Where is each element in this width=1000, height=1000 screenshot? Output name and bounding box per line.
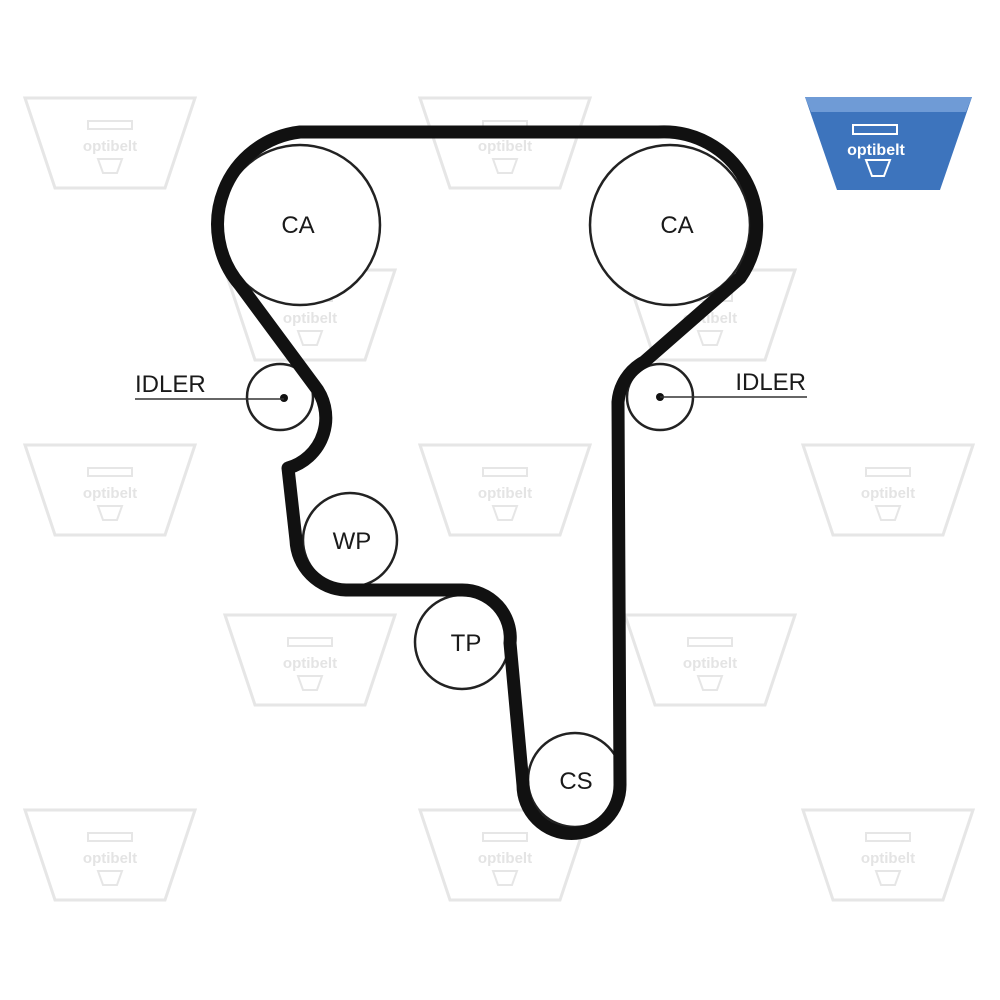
- watermark-logo: optibelt: [22, 96, 198, 190]
- watermark-text: optibelt: [283, 655, 337, 672]
- watermark-text: optibelt: [683, 655, 737, 672]
- watermark-text: optibelt: [283, 310, 337, 327]
- watermark-text: optibelt: [861, 850, 915, 867]
- watermark-text: optibelt: [83, 850, 137, 867]
- camshaft-pulley-right: [588, 143, 752, 307]
- watermark-logo: optibelt: [417, 443, 593, 537]
- label-tensioner: TP: [451, 630, 482, 657]
- label-crankshaft: CS: [559, 768, 592, 795]
- idler-left-center-dot: [280, 394, 288, 402]
- label-water-pump: WP: [333, 528, 372, 555]
- watermark-logo: optibelt: [222, 613, 398, 707]
- watermark-text: optibelt: [861, 485, 915, 502]
- logo-text: optibelt: [847, 142, 905, 159]
- watermark-layer: optibelt optibelt optibelt optibelt optibelt…: [22, 96, 976, 902]
- timing-belt: [211, 125, 764, 840]
- watermark-text: optibelt: [478, 850, 532, 867]
- label-idler-left: IDLER: [135, 371, 206, 398]
- idler-pulley-left: [245, 362, 315, 432]
- watermark-logo: optibelt: [800, 808, 976, 902]
- watermark-text: optibelt: [478, 485, 532, 502]
- watermark-text: optibelt: [83, 138, 137, 155]
- watermark-text: optibelt: [478, 138, 532, 155]
- watermark-logo: optibelt: [22, 443, 198, 537]
- watermark-logo: optibelt: [622, 613, 798, 707]
- label-cam-right: CA: [660, 212, 693, 239]
- label-cam-left: CA: [281, 212, 314, 239]
- watermark-text: optibelt: [83, 485, 137, 502]
- optibelt-logo: optibelt: [805, 97, 972, 190]
- watermark-logo: optibelt: [22, 808, 198, 902]
- label-idler-right: IDLER: [735, 369, 806, 396]
- watermark-logo: optibelt: [417, 96, 593, 190]
- watermark-logo: optibelt: [800, 443, 976, 537]
